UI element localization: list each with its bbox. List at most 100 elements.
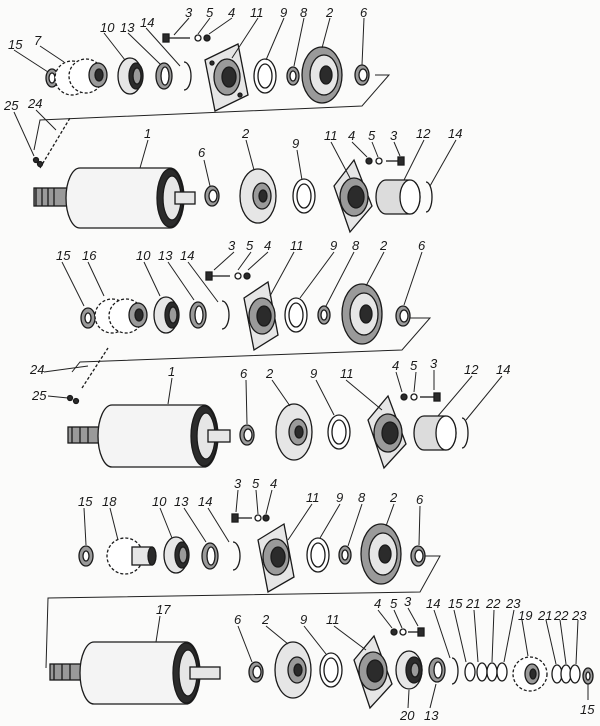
label-part-13: 13 [174, 494, 189, 509]
chain-part [66, 347, 109, 405]
group-4-roller: 24 25 1 6 2 9 11 4 5 3 12 14 [29, 347, 510, 470]
label-part-4: 4 [270, 476, 277, 491]
label-part-7: 7 [34, 33, 42, 48]
label-part-2: 2 [265, 366, 274, 381]
label-part-23: 23 [571, 608, 587, 623]
bolt-set [205, 271, 251, 281]
label-part-13: 13 [158, 248, 173, 263]
leader-lines [43, 365, 503, 425]
label-part-11: 11 [250, 5, 264, 20]
label-part-9: 9 [300, 612, 307, 627]
label-part-2: 2 [261, 612, 270, 627]
leader-lines [155, 607, 589, 709]
label-part-11: 11 [340, 366, 354, 381]
group-3-drive-end: 15 16 10 13 14 3 5 4 11 9 8 2 6 [56, 238, 432, 373]
label-part-2: 2 [389, 490, 398, 505]
label-part-10: 10 [152, 494, 167, 509]
assembly-path-line [45, 555, 441, 669]
end-cap-part [413, 415, 457, 451]
label-part-19: 19 [518, 608, 532, 623]
label-part-4: 4 [374, 596, 381, 611]
leader-lines [83, 489, 421, 547]
bearing-part [153, 296, 180, 334]
end-flange-part [274, 641, 312, 699]
chain-part [32, 117, 71, 169]
roller-drum-part [49, 641, 221, 705]
label-part-13: 13 [424, 708, 439, 723]
label-part-15: 15 [8, 37, 23, 52]
label-part-14: 14 [496, 362, 510, 377]
label-part-5: 5 [390, 596, 398, 611]
bolt-part [386, 156, 405, 166]
flange-housing-part [353, 634, 393, 710]
nut-part [400, 393, 408, 401]
washer-part [399, 628, 407, 636]
group-5-drive-end: 15 18 10 13 14 3 5 4 11 9 8 2 6 [45, 476, 441, 669]
label-part-14: 14 [448, 126, 462, 141]
flange-housing-part [333, 158, 373, 234]
label-part-14: 14 [140, 15, 154, 30]
label-part-6: 6 [360, 5, 368, 20]
leader-lines [13, 17, 365, 73]
label-part-5: 5 [206, 5, 214, 20]
label-part-15: 15 [580, 702, 595, 717]
sprocket-part [512, 656, 548, 692]
label-part-8: 8 [358, 490, 366, 505]
label-part-11: 11 [326, 612, 340, 627]
label-part-9: 9 [336, 490, 343, 505]
label-part-8: 8 [352, 238, 360, 253]
label-part-15: 15 [78, 494, 93, 509]
bearing-part [163, 536, 190, 574]
label-part-15: 15 [448, 596, 463, 611]
nut-part [365, 157, 373, 165]
sprocket-part [106, 537, 157, 575]
label-part-6: 6 [240, 366, 248, 381]
label-part-11: 11 [324, 128, 338, 143]
label-part-12: 12 [464, 362, 479, 377]
end-flange-part [341, 283, 383, 345]
label-part-3: 3 [404, 594, 412, 609]
label-part-2: 2 [325, 5, 334, 20]
circlip-part [221, 300, 230, 330]
label-part-20: 20 [399, 708, 415, 723]
nut-part [390, 628, 398, 636]
leader-lines [13, 109, 457, 187]
label-part-9: 9 [310, 366, 317, 381]
label-part-6: 6 [198, 145, 206, 160]
label-part-5: 5 [368, 128, 376, 143]
circlip-part [425, 181, 433, 213]
assembly-path-line [33, 74, 391, 151]
assembly-path-line [71, 317, 432, 373]
label-part-9: 9 [280, 5, 287, 20]
label-part-3: 3 [228, 238, 236, 253]
end-flange-part [360, 523, 402, 585]
bolt-set [162, 33, 211, 43]
label-part-9: 9 [330, 238, 337, 253]
label-part-8: 8 [300, 5, 308, 20]
label-part-5: 5 [252, 476, 260, 491]
spacer-ring-stack [464, 662, 508, 682]
end-flange-part [239, 168, 277, 224]
bearing-part [117, 57, 144, 95]
label-part-4: 4 [392, 358, 399, 373]
bolt-part [420, 392, 441, 402]
label-part-6: 6 [416, 492, 424, 507]
label-part-25: 25 [31, 388, 47, 403]
group-2-roller: 25 24 1 6 2 9 11 4 5 3 12 14 [3, 96, 462, 234]
bearing-part [395, 650, 423, 690]
label-part-11: 11 [290, 238, 304, 253]
label-part-12: 12 [416, 126, 431, 141]
label-part-17: 17 [156, 602, 171, 617]
label-part-6: 6 [234, 612, 242, 627]
label-part-14: 14 [426, 596, 440, 611]
label-part-1: 1 [144, 126, 151, 141]
flange-housing-part [257, 522, 295, 594]
label-part-13: 13 [120, 20, 135, 35]
label-part-22: 22 [553, 608, 569, 623]
flange-housing-part [367, 394, 407, 470]
label-part-16: 16 [82, 248, 97, 263]
label-part-25: 25 [3, 98, 19, 113]
label-part-3: 3 [185, 5, 193, 20]
label-part-14: 14 [180, 248, 194, 263]
label-part-9: 9 [292, 136, 299, 151]
